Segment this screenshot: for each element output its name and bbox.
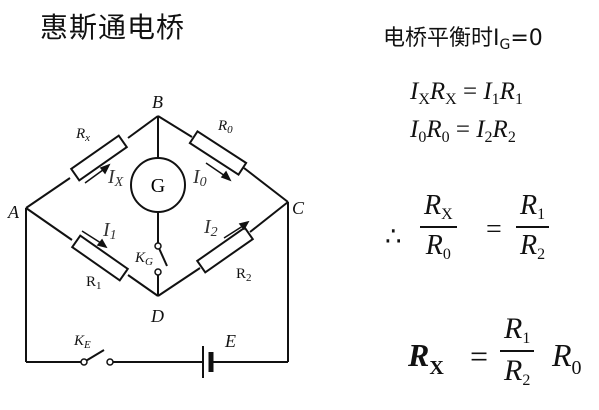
equation-1: IXRX = I1R1 bbox=[410, 78, 523, 108]
kg-label: KG bbox=[134, 250, 153, 268]
battery-e-label: E bbox=[224, 331, 236, 351]
switch-ke-blade bbox=[83, 349, 105, 363]
ratio-right-denominator: R2 bbox=[520, 230, 546, 263]
node-a-label: A bbox=[7, 202, 20, 222]
r1-label: R1 bbox=[86, 274, 102, 292]
ratio-right-numerator: R1 bbox=[520, 190, 546, 223]
result-bar bbox=[500, 350, 535, 352]
arrow-i1-head bbox=[96, 238, 108, 249]
switch-kg-contact-bottom bbox=[154, 268, 162, 276]
ke-label: KE bbox=[73, 333, 91, 351]
ratio-equals: = bbox=[486, 214, 502, 245]
r0-label: R0 bbox=[217, 118, 233, 136]
wire-r1-d bbox=[127, 274, 159, 297]
result-equals: = bbox=[470, 338, 489, 374]
arrow-i2-head bbox=[238, 220, 250, 231]
node-b-label: B bbox=[152, 92, 163, 112]
wire-c-r2 bbox=[249, 201, 289, 233]
current-ix-label: IX bbox=[107, 166, 124, 190]
resistor-rx bbox=[69, 134, 129, 182]
current-i2-label: I2 bbox=[203, 216, 218, 240]
ratio-left-numerator: RX bbox=[424, 190, 453, 223]
r2-label: R2 bbox=[236, 266, 252, 284]
node-c-label: C bbox=[292, 198, 305, 218]
result-tail: R0 bbox=[552, 337, 582, 379]
wire-a-rx bbox=[25, 177, 71, 209]
wire-r2-d bbox=[157, 267, 201, 297]
resistor-r1 bbox=[70, 234, 130, 282]
result-denominator: R2 bbox=[504, 354, 531, 389]
galvanometer-icon bbox=[130, 157, 186, 213]
therefore-symbol: ∴ bbox=[385, 222, 402, 252]
ratio-right-fraction: R1 R2 bbox=[516, 190, 550, 264]
switch-ke-contact-right bbox=[106, 358, 114, 366]
balance-condition: 电桥平衡时IG=0 bbox=[383, 26, 543, 53]
ratio-right-bar bbox=[516, 226, 550, 228]
current-i1-label: I1 bbox=[102, 219, 117, 243]
page-title: 惠斯通电桥 bbox=[40, 11, 186, 44]
rx-label: Rx bbox=[75, 126, 90, 144]
arrow-i0-head bbox=[220, 170, 232, 182]
wire-rx-b bbox=[127, 115, 159, 139]
wire-a-r1 bbox=[25, 207, 73, 241]
result-lhs: RX bbox=[408, 337, 444, 379]
switch-ke-contact-left bbox=[80, 358, 88, 366]
wheatstone-bridge-diagram: G B A C D E Rx R0 R1 R2 KG KE IX I0 I1 I… bbox=[7, 92, 305, 378]
current-i0-label: I0 bbox=[192, 166, 207, 190]
resistor-r2 bbox=[195, 226, 255, 274]
node-d-label: D bbox=[150, 306, 164, 326]
result-numerator: R1 bbox=[504, 312, 531, 347]
arrow-ix-head bbox=[99, 163, 111, 175]
switch-kg-contact-top bbox=[154, 242, 162, 250]
ratio-left-fraction: RX R0 bbox=[420, 190, 457, 264]
resistor-r0 bbox=[188, 129, 248, 177]
wire-b-r0 bbox=[157, 115, 193, 138]
ratio-left-bar bbox=[420, 226, 457, 228]
wire-r0-c bbox=[243, 167, 289, 203]
galvanometer-label: G bbox=[151, 175, 165, 197]
result-fraction: R1 R2 bbox=[500, 312, 535, 390]
ratio-left-denominator: R0 bbox=[425, 230, 451, 263]
equation-2: I0R0 = I2R2 bbox=[410, 116, 516, 146]
